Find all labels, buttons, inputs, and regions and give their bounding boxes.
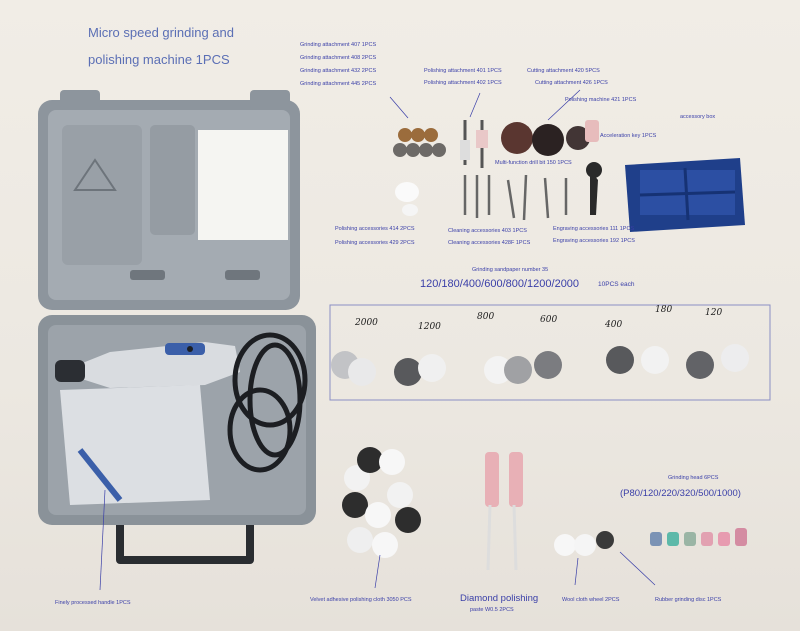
handwritten-grit-180: 180 — [655, 305, 673, 315]
label-polishing-402: Polishing attachment 402 1PCS — [424, 80, 502, 86]
power-cord — [227, 332, 308, 473]
handwritten-grit-400: 400 — [605, 320, 623, 330]
label-sandpaper-small: Grinding sandpaper number 35 — [472, 267, 549, 273]
label-accessory-box: accessory box — [680, 114, 716, 120]
label-rubber: Rubber grinding disc 1PCS — [655, 597, 722, 603]
velvet-cloth-discs — [342, 447, 421, 558]
label-velvet: Velvet adhesive polishing cloth 3050 PCS — [310, 597, 412, 603]
label-cleaning-403: Cleaning accessories 403 1PCS — [448, 228, 527, 234]
label-acceleration-key: Acceleration key 1PCS — [600, 133, 657, 139]
cutting-discs — [501, 120, 599, 156]
handwritten-grit-600: 600 — [540, 315, 558, 325]
drill-bits — [463, 174, 568, 221]
title-line-2: polishing machine 1PCS — [88, 52, 230, 67]
handwritten-grit-800: 800 — [477, 312, 495, 322]
rotary-tool — [55, 342, 240, 388]
polishing-attachments — [460, 120, 488, 168]
label-grinding-head: Grinding head 6PCS — [668, 475, 719, 481]
label-grit-each: 10PCS each — [598, 281, 635, 288]
label-polishing-401: Polishing attachment 401 1PCS — [424, 68, 502, 74]
grinding-heads — [650, 528, 747, 546]
grinding-stones — [393, 128, 446, 157]
wool-wheels — [554, 531, 614, 556]
title-line-1: Micro speed grinding and — [88, 25, 234, 40]
wrench-icon — [586, 162, 602, 215]
label-grit-list: 120/180/400/600/800/1200/2000 — [420, 278, 580, 290]
label-polishing-429: Polishing accessories 429 2PCS — [335, 240, 415, 246]
label-grinding-408: Grinding attachment 408 2PCS — [300, 55, 377, 61]
diamond-paste-syringes — [485, 452, 523, 571]
plastic-bag — [60, 385, 210, 505]
handwritten-grit-120: 120 — [705, 308, 723, 318]
label-cutting-420: Cutting attachment 420 5PCS — [527, 68, 600, 74]
label-multi-function-drill: Multi-function drill bit 150 1PCS — [495, 160, 572, 166]
label-engraving-111: Engraving accessories 111 1PCS — [553, 226, 635, 232]
label-polishing-414: Polishing accessories 414 2PCS — [335, 226, 415, 232]
label-grinding-407: Grinding attachment 407 1PCS — [300, 42, 377, 48]
accessory-box — [625, 158, 745, 232]
felt-pads — [395, 182, 419, 216]
label-cleaning-428: Cleaning accessories 428F 1PCS — [448, 240, 531, 246]
sanding-discs — [331, 344, 749, 386]
handwritten-grit-1200: 1200 — [418, 322, 441, 332]
label-wool: Wool cloth wheel 2PCS — [562, 597, 620, 603]
label-diamond-1: Diamond polishing — [460, 593, 539, 604]
label-grinding-445: Grinding attachment 445 2PCS — [300, 81, 377, 87]
case-lid — [38, 90, 300, 310]
label-engraving-192: Engraving accessories 192 1PCS — [553, 238, 635, 244]
sandpaper-frame — [329, 304, 771, 401]
label-diamond-2: paste W0.5 2PCS — [470, 607, 514, 613]
label-grinding-432: Grinding attachment 432 2PCS — [300, 68, 377, 74]
label-cutting-426: Cutting attachment 426 1PCS — [535, 80, 608, 86]
label-polishing-machine-421: Polishing machine 421 1PCS — [565, 97, 637, 103]
label-handle: Finely processed handle 1PCS — [55, 600, 131, 606]
label-grinding-head-grits: (P80/120/220/320/500/1000) — [620, 488, 741, 499]
pointer-lines — [99, 89, 656, 591]
handwritten-grit-2000: 2000 — [355, 318, 378, 328]
